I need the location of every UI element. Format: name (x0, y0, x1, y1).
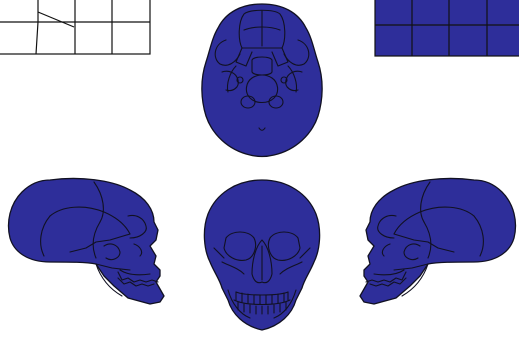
outline-grid-unfilled (0, 0, 150, 54)
outline-grid-diagonal (38, 12, 74, 27)
skull-right-lateral-view (360, 178, 516, 304)
lateral-right-outline (360, 178, 516, 304)
lateral-left-outline (9, 178, 165, 304)
outline-grid-vline (36, 22, 38, 54)
filled-grid-blue (375, 0, 519, 56)
skull-left-lateral-view (9, 178, 165, 304)
skull-frontal-view (204, 180, 319, 330)
skull-base-view (202, 4, 322, 157)
filled-grid-frame (375, 0, 519, 56)
